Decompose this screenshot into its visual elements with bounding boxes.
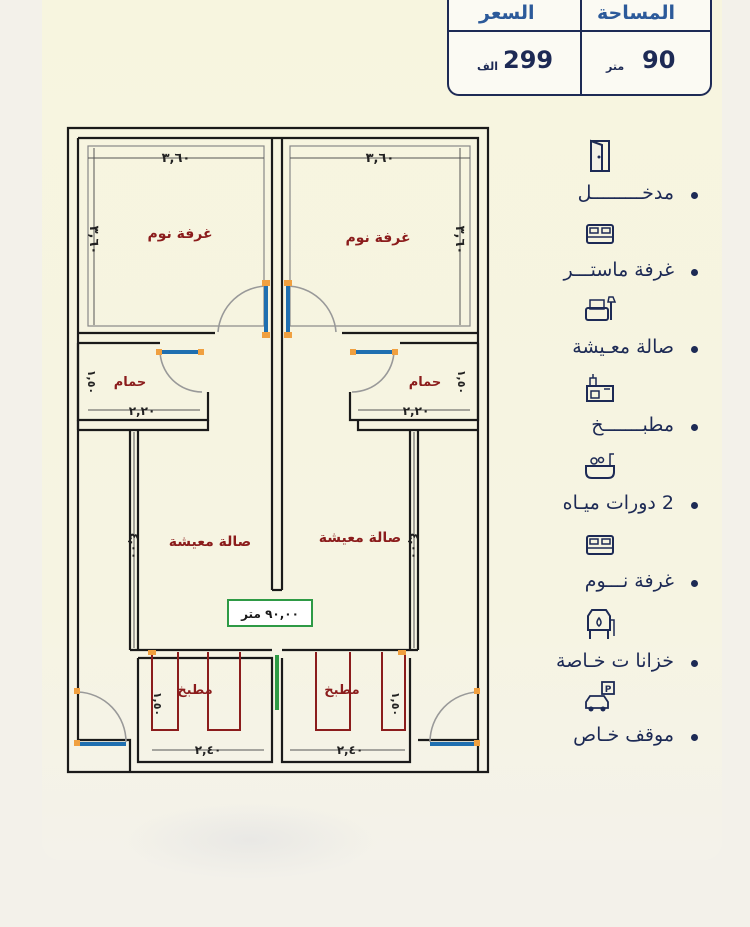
feature-entrance: مدخـــــــــل	[500, 138, 710, 208]
dim-bed-right-width: ٣,٦٠	[366, 151, 395, 166]
dim-living-left-depth: ٤,٠٠	[127, 533, 141, 560]
dim-bath-left-depth: ١,٥٠	[85, 370, 98, 394]
feature-kitchen: مطبـــــــخ	[500, 370, 710, 440]
feature-water-tanks: خزانا ت خـاصة	[500, 606, 710, 676]
feature-bathrooms: 2 دورات ميـاه	[500, 448, 710, 518]
room-label-bath-left: حمام	[114, 375, 147, 390]
bullet	[691, 580, 698, 587]
price-value: 299	[503, 46, 554, 74]
feature-master-room: غرفة ماستـــر	[500, 215, 710, 285]
feature-label: مطبـــــــخ	[591, 414, 674, 436]
outer-wall-inner	[78, 136, 480, 690]
room-label-living-left: صالة معيشة	[169, 534, 251, 550]
dim-bath-left-width: ٢,٢٠	[129, 404, 156, 418]
bullet	[691, 502, 698, 509]
dim-kitchen-right-depth: ١,٥٠	[389, 692, 402, 716]
feature-label: صالة معـيشة	[572, 336, 674, 358]
feature-living: صالة معـيشة	[500, 292, 710, 362]
room-label-bath-right: حمام	[409, 375, 442, 390]
outer-wall	[66, 126, 490, 774]
area-value: 90	[642, 46, 676, 74]
feature-parking: P موقف خـاص	[500, 680, 710, 750]
door-icon	[590, 139, 610, 172]
dim-kitchen-right-width: ٢,٤٠	[337, 743, 364, 757]
area-tag-box	[227, 599, 313, 627]
feature-label: خزانا ت خـاصة	[556, 650, 674, 672]
bullet	[691, 660, 698, 667]
kitchen-right-wall	[280, 648, 418, 764]
area-tag-text: ٩٠,٠٠ متر	[240, 607, 299, 621]
feature-label: 2 دورات ميـاه	[562, 492, 674, 514]
room-label-kitchen-right: مطبخ	[324, 683, 359, 698]
sofa-icon	[585, 296, 617, 321]
background-shadow	[120, 800, 380, 880]
floor-plan: غرفة نوم غرفة نوم حمام حمام صالة معيشة ص…	[66, 126, 490, 774]
kitchen-icon	[586, 374, 614, 402]
room-label-kitchen-left: مطبخ	[177, 683, 212, 698]
svg-text:P: P	[605, 685, 612, 695]
dim-kitchen-left-depth: ١,٥٠	[151, 692, 164, 716]
bedroom-right-wall	[342, 331, 478, 345]
door-arc-bath-right	[351, 349, 395, 393]
bed-icon	[586, 535, 614, 555]
price-label: السعر	[479, 2, 535, 24]
feature-label: غرفة ماستـــر	[563, 259, 674, 281]
dim-kitchen-left-width: ٢,٤٠	[195, 743, 222, 757]
room-label-bedroom-right: غرفة نوم	[345, 230, 410, 246]
area-unit: متر	[606, 60, 625, 73]
kitchen-left-counter	[151, 652, 241, 731]
parking-icon: P	[585, 681, 615, 712]
bedroom-left-wall	[78, 331, 215, 345]
water-tank-icon	[587, 609, 615, 639]
bullet	[691, 269, 698, 276]
dim-bath-right-width: ٢,٢٠	[403, 404, 430, 418]
living-left-wall	[128, 430, 140, 650]
door-arc-bed-left	[217, 285, 269, 333]
dim-bed-right-depth: ٣,٦٠	[452, 226, 467, 255]
dim-bed-left-depth: ٣,٦٠	[86, 226, 101, 255]
bathtub-icon	[585, 453, 615, 479]
bullet	[691, 734, 698, 741]
dim-bath-right-depth: ١,٥٠	[455, 370, 468, 394]
bed-icon	[586, 224, 614, 244]
door-arc-bed-right	[285, 285, 337, 333]
dim-living-right-depth: ٤,٠٠	[407, 533, 421, 560]
info-divider-horizontal	[449, 30, 710, 32]
area-label: المساحة	[597, 2, 676, 24]
feature-label: مدخـــــــــل	[577, 182, 674, 204]
door-arc-entry-left	[77, 691, 127, 743]
dim-bed-left-width: ٣,٦٠	[162, 151, 191, 166]
feature-label: موقف خـاص	[573, 724, 674, 746]
kitchen-right-counter	[315, 652, 406, 731]
center-wall	[270, 138, 284, 590]
bath-right-wall	[348, 343, 480, 432]
price-unit: الف	[477, 60, 499, 73]
info-divider-vertical	[580, 0, 582, 96]
feature-bedroom: غرفة نـــوم	[500, 526, 710, 596]
bullet	[691, 424, 698, 431]
info-box: السعر المساحة الف 299 متر 90	[447, 0, 712, 96]
door-arc-bath-left	[159, 349, 203, 393]
room-label-living-right: صالة معيشة	[319, 530, 401, 546]
bullet	[691, 346, 698, 353]
door-arc-entry-right	[429, 691, 479, 743]
living-right-wall	[408, 430, 420, 650]
bullet	[691, 192, 698, 199]
room-label-bedroom-left: غرفة نوم	[147, 226, 212, 242]
feature-label: غرفة نـــوم	[584, 570, 674, 592]
